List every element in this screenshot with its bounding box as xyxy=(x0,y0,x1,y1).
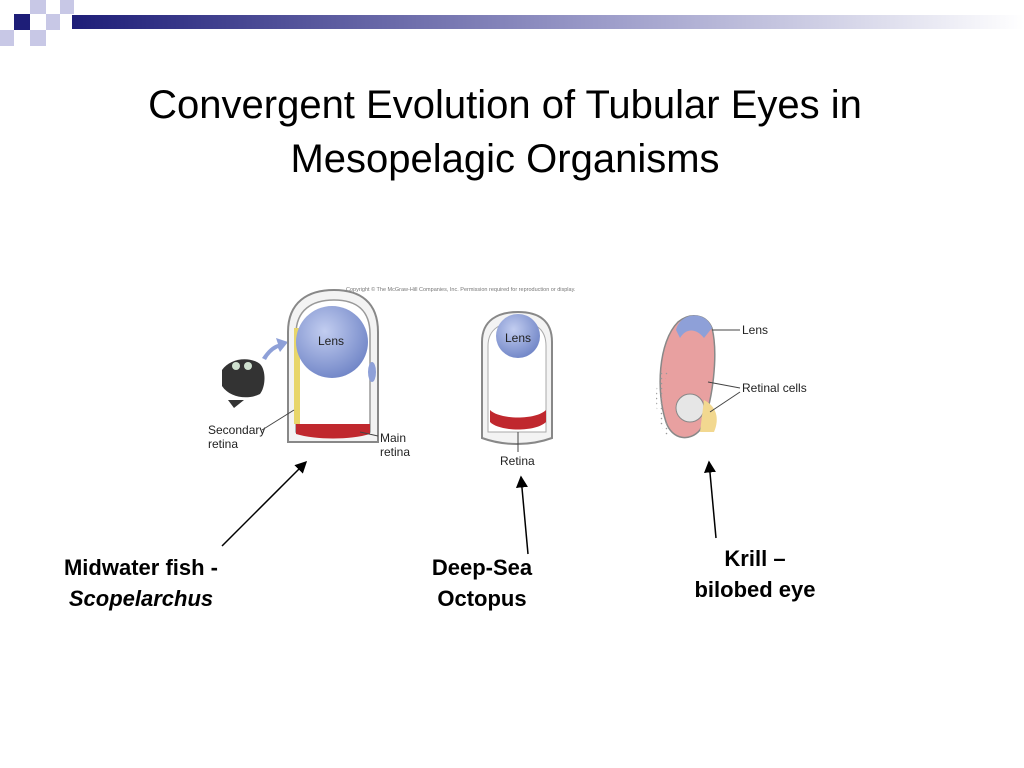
deco-square xyxy=(30,30,46,46)
krill-caption: Krill – bilobed eye xyxy=(660,543,850,605)
header-gradient-bar xyxy=(72,15,1024,29)
krill-arrow xyxy=(703,460,717,539)
fish-lens xyxy=(296,306,368,378)
main-retina-label-2: retina xyxy=(380,445,410,459)
octopus-caption-line1: Deep-Sea xyxy=(431,555,533,580)
eye-comparison-figure: Copyright © The McGraw-Hill Companies, I… xyxy=(208,286,807,468)
secondary-retina-label: Secondary xyxy=(208,423,265,437)
krill-caption-line2: bilobed eye xyxy=(694,577,816,602)
octopus-retina-band xyxy=(490,410,546,430)
krill-bilobed-eye xyxy=(656,315,717,439)
krill-lens-label: Lens xyxy=(742,323,768,337)
main-retina-label: Main xyxy=(380,431,406,445)
fish-caption-line1: Midwater fish - xyxy=(63,555,218,580)
retinal-cells-label: Retinal cells xyxy=(742,381,807,395)
krill-caption-line1: Krill – xyxy=(724,546,786,571)
title-line-1: Convergent Evolution of Tubular Eyes in xyxy=(148,83,862,127)
deco-square xyxy=(0,30,14,46)
octopus-arrow xyxy=(515,475,529,555)
fish-to-eye-arrow xyxy=(262,338,288,360)
krill-lens-cap xyxy=(676,315,712,338)
deco-square xyxy=(30,0,46,14)
deco-square xyxy=(14,14,30,30)
deco-square xyxy=(0,0,14,14)
fish-caption-line2: Scopelarchus xyxy=(68,586,214,611)
octopus-caption-line2: Octopus xyxy=(437,586,527,611)
secondary-retina-label-2: retina xyxy=(208,437,238,451)
octopus-tubular-eye xyxy=(481,310,553,445)
secondary-retina-band xyxy=(294,328,300,424)
fish-lens-label: Lens xyxy=(318,334,344,348)
copyright-note: Copyright © The McGraw-Hill Companies, I… xyxy=(346,286,576,293)
main-retina-band xyxy=(296,424,370,439)
octopus-caption: Deep-Sea Octopus xyxy=(402,552,562,614)
octopus-lens-label: Lens xyxy=(505,331,531,345)
octopus-retina-label: Retina xyxy=(500,454,535,468)
header-decoration xyxy=(0,0,1024,46)
title-line-2: Mesopelagic Organisms xyxy=(290,137,720,181)
fish-arrow xyxy=(221,460,308,547)
deco-square xyxy=(60,0,74,14)
deco-square xyxy=(46,14,60,30)
page-title: Convergent Evolution of Tubular Eyes in … xyxy=(60,78,950,186)
fish-silhouette xyxy=(222,359,265,408)
fish-caption: Midwater fish - Scopelarchus xyxy=(30,552,252,614)
fish-tubular-eye xyxy=(287,288,379,443)
octopus-lens xyxy=(496,314,540,358)
